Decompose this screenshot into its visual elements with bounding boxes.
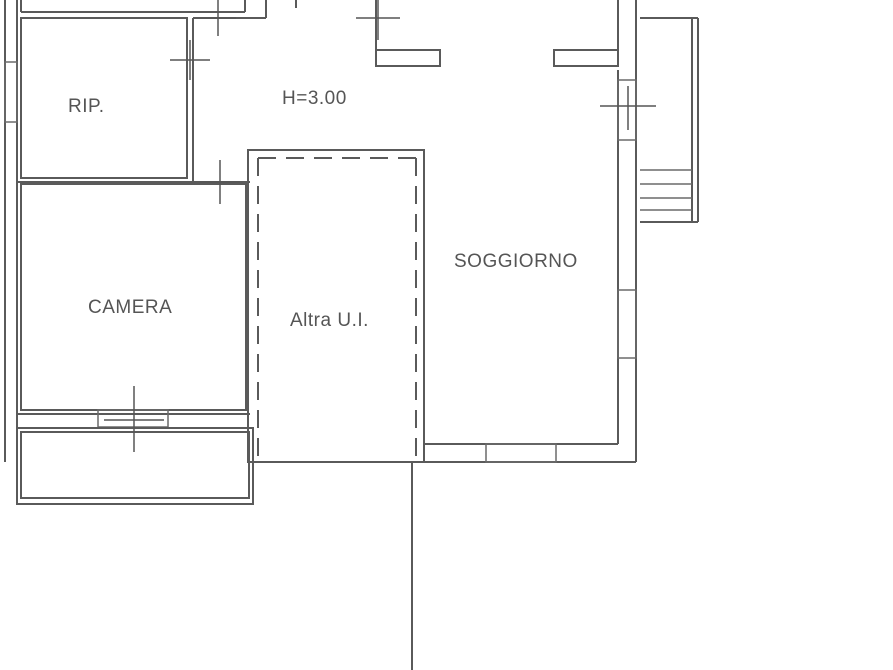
- right-balcony: [640, 17, 699, 223]
- rip-room: [20, 0, 267, 182]
- altra-ui-label: Altra U.I.: [290, 310, 369, 331]
- soggiorno-label: SOGGIORNO: [454, 251, 578, 272]
- upper-partitions: [295, 0, 619, 67]
- cross-marks: [104, 0, 656, 452]
- left-exterior-wall: [4, 0, 18, 462]
- soggiorno-room: [420, 0, 637, 463]
- rip-label: RIP.: [68, 96, 105, 117]
- camera-label: CAMERA: [88, 297, 172, 318]
- altra-ui-area: [247, 149, 425, 463]
- height-label: H=3.00: [282, 88, 347, 109]
- balcony-bottom-left: [16, 427, 262, 505]
